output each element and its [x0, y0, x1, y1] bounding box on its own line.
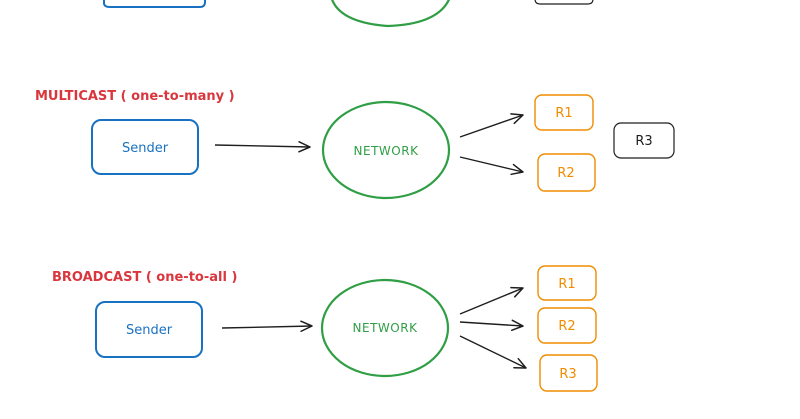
broadcast-r2-label: R2 [558, 319, 575, 334]
multicast-r2-label: R2 [557, 166, 574, 181]
previous-section-partial [103, 0, 594, 28]
multicast-r3-label: R3 [635, 134, 652, 149]
multicast-network-node: NETWORK [321, 100, 451, 200]
broadcast-receiver-r1: R1 [537, 265, 597, 301]
broadcast-network-node: NETWORK [320, 278, 450, 378]
broadcast-network-label: NETWORK [353, 321, 419, 335]
multicast-network-label: NETWORK [354, 144, 420, 158]
multicast-sender-label: Sender [122, 141, 169, 156]
broadcast-arrow-to-r3 [459, 335, 527, 369]
broadcast-arrow-to-r2 [459, 319, 524, 332]
multicast-section: MULTICAST ( one-to-many ) Sender NETWORK… [35, 89, 675, 200]
broadcast-sender-to-network-arrow [221, 320, 313, 332]
broadcast-receiver-r3: R3 [539, 354, 598, 392]
multicast-receiver-r3: R3 [613, 122, 675, 159]
multicast-arrow-to-r1 [459, 113, 524, 138]
broadcast-section: BROADCAST ( one-to-all ) Sender NETWORK … [52, 265, 598, 392]
broadcast-r3-label: R3 [559, 367, 576, 382]
multicast-receiver-r2: R2 [537, 153, 596, 192]
broadcast-arrow-to-r1 [459, 286, 524, 315]
previous-sender-box-partial [103, 0, 206, 8]
multicast-sender-box: Sender [91, 119, 199, 175]
multicast-arrow-to-r2 [459, 156, 524, 176]
multicast-receiver-r1: R1 [534, 94, 594, 131]
previous-receiver-box-partial [534, 0, 594, 5]
multicast-r1-label: R1 [555, 106, 572, 121]
multicast-title: MULTICAST ( one-to-many ) [35, 89, 235, 104]
broadcast-sender-label: Sender [126, 323, 173, 338]
multicast-sender-to-network-arrow [214, 141, 311, 153]
broadcast-receiver-r2: R2 [537, 307, 597, 344]
broadcast-title: BROADCAST ( one-to-all ) [52, 270, 237, 285]
broadcast-sender-box: Sender [95, 301, 203, 358]
broadcast-r1-label: R1 [558, 277, 575, 292]
previous-network-ellipse-partial [331, 0, 450, 28]
